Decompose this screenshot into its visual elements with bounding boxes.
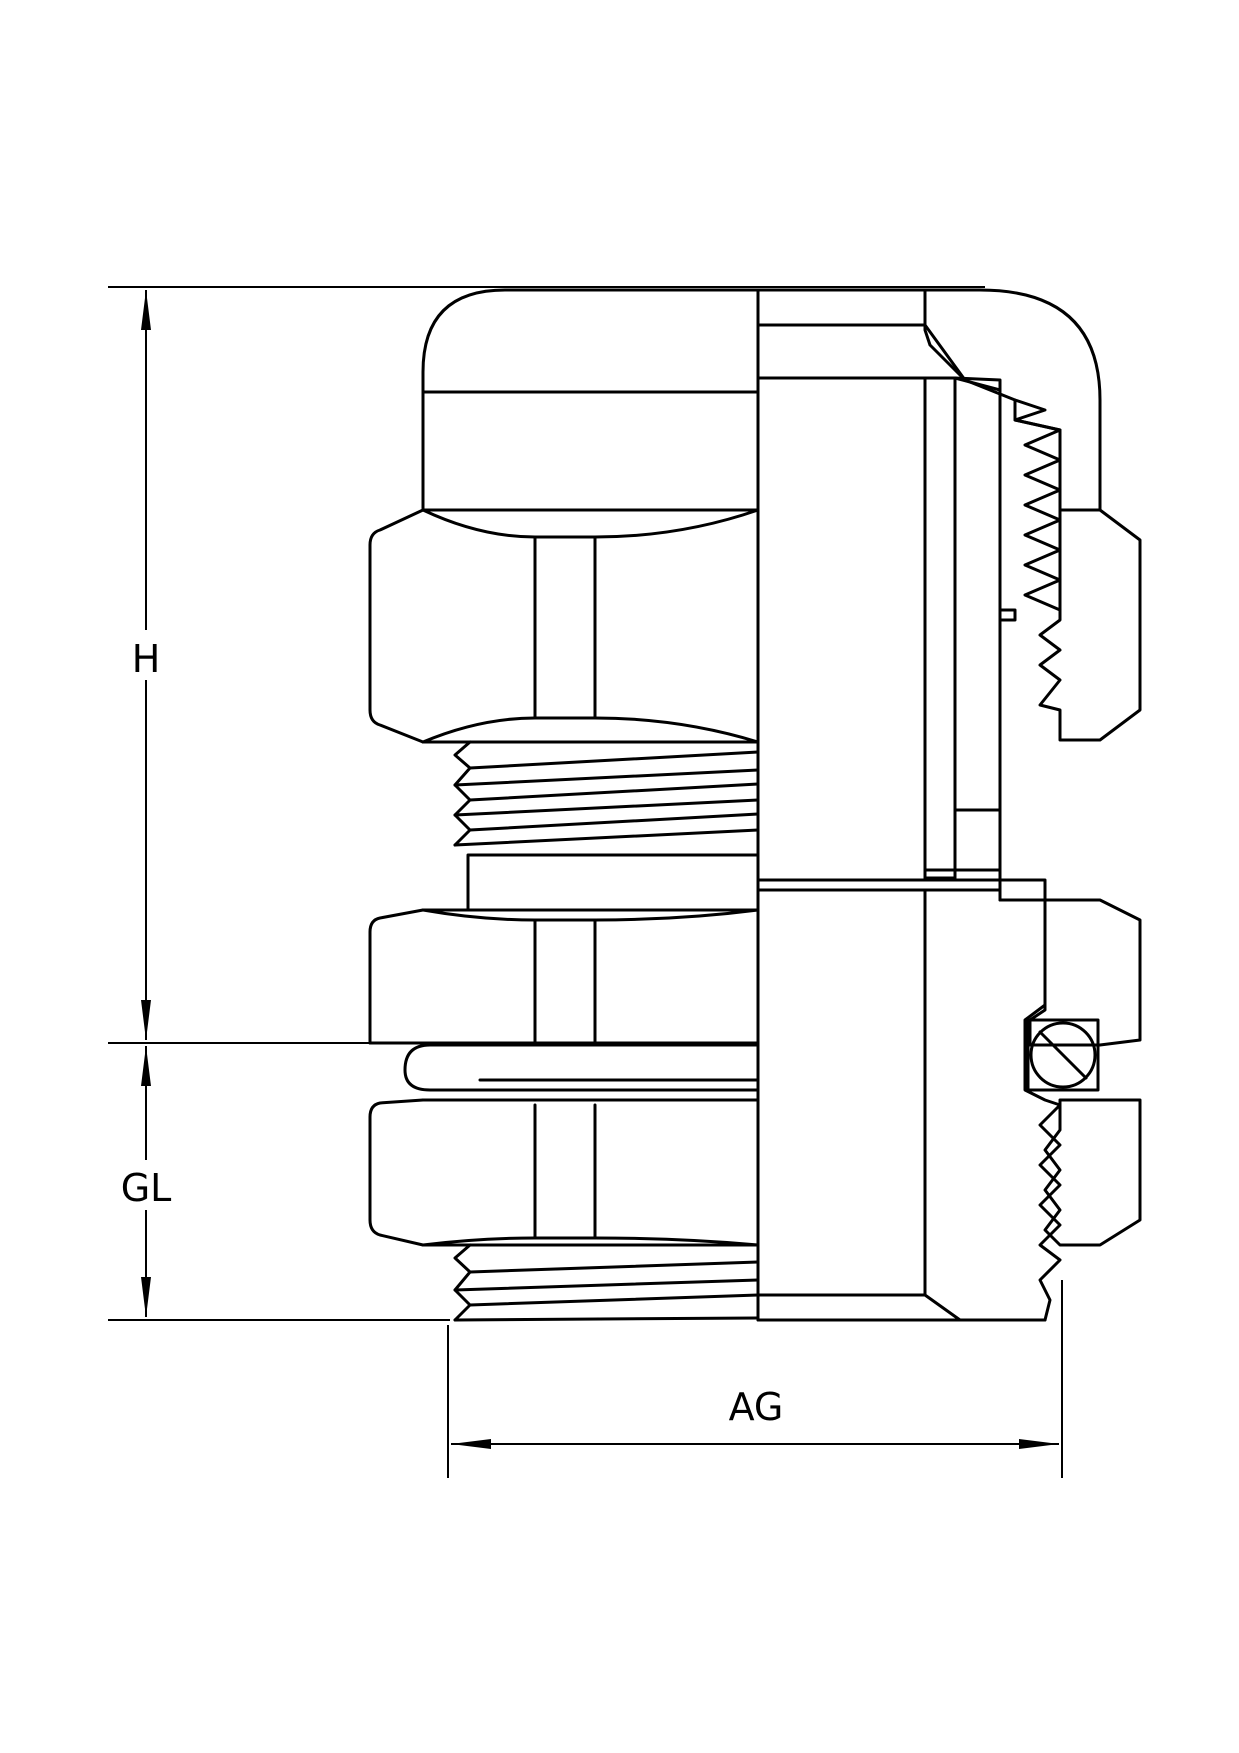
section-view <box>756 288 1142 1322</box>
exterior-view <box>368 288 760 1322</box>
gland-length-label: GL <box>121 1166 172 1210</box>
thread-diameter-label: AG <box>729 1385 784 1429</box>
o-ring-section <box>1029 1021 1097 1089</box>
dimension-lines <box>108 286 1063 1478</box>
height-label: H <box>132 637 161 681</box>
